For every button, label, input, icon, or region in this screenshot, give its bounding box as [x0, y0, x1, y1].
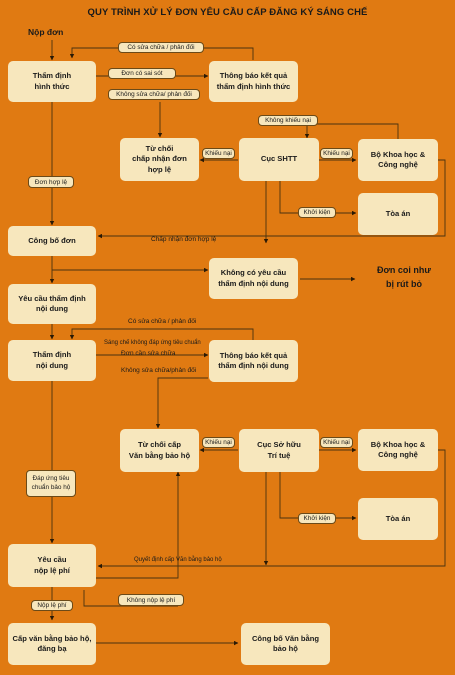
label-khong-sua-chua-2: Không sửa chữa/phản đối — [121, 367, 197, 374]
label-sang-che-khong: Sáng chế không đáp ứng tiêu chuẩn — [104, 340, 201, 346]
pill-don-co-sai-sot: Đơn có sai sót — [108, 68, 176, 79]
label-chap-nhan-don: Chấp nhận đơn hợp lệ — [151, 236, 217, 243]
label-quyet-dinh: Quyết định cấp Văn bằng bảo hộ — [134, 557, 222, 563]
box-yeu-cau-nop-le-phi: Yêu cầu nộp lệ phí — [8, 544, 96, 587]
box-bo-khcn-2: Bộ Khoa học & Công nghệ — [358, 429, 438, 471]
pill-don-hop-le: Đơn hợp lệ — [28, 176, 74, 188]
box-cong-bo-don: Công bố đơn — [8, 226, 96, 256]
pill-khoi-kien-1: Khởi kiện — [298, 207, 336, 218]
outcome-rut-bo: Đơn coi như bị rút bỏ — [377, 265, 431, 289]
pill-khong-sua-chua-1: Không sửa chữa/ phản đối — [108, 89, 200, 100]
pill-khieu-nai-4: Khiếu nại — [320, 437, 353, 448]
box-cuc-shtt: Cục SHTT — [239, 138, 319, 181]
box-thong-bao-noi-dung: Thông báo kết quả thẩm định nội dung — [209, 340, 298, 382]
pill-co-sua-chua-1: Có sửa chữa / phản đối — [118, 42, 204, 53]
pill-khieu-nai-1: Khiếu nại — [202, 148, 235, 159]
box-toa-an-1: Tòa án — [358, 193, 438, 235]
box-tham-dinh-noi-dung: Thẩm định nội dung — [8, 340, 96, 381]
pill-nop-le-phi: Nộp lệ phí — [31, 600, 73, 611]
start-label: Nộp đơn — [28, 27, 64, 37]
box-cap-van-bang: Cấp văn bằng bảo hộ, đăng bạ — [8, 623, 96, 665]
box-cuc-so-huu-tri-tue: Cục Sở hữu Trí tuệ — [239, 429, 319, 472]
box-tham-dinh-hinh-thuc: Thẩm định hình thức — [8, 61, 96, 102]
pill-khoi-kien-2: Khởi kiện — [298, 513, 336, 524]
box-thong-bao-hinh-thuc: Thông báo kết quả thẩm định hình thức — [209, 61, 298, 102]
page-title: QUY TRÌNH XỬ LÝ ĐƠN YÊU CẦU CẤP ĐĂNG KÝ … — [87, 7, 368, 18]
box-bo-khcn-1: Bộ Khoa học & Công nghệ — [358, 139, 438, 181]
box-khong-co-yeu-cau: Không có yêu cầu thẩm định nội dung — [209, 258, 298, 299]
box-yeu-cau-tham-dinh: Yêu cầu thẩm định nội dung — [8, 284, 96, 324]
pill-dap-ung: Đáp ứng tiêu chuẩn bảo hộ — [26, 470, 76, 497]
pill-khong-khieu-nai: Không khiếu nại — [258, 115, 318, 126]
pill-khong-nop-le-phi: Không nộp lệ phí — [118, 594, 184, 606]
box-toa-an-2: Tòa án — [358, 498, 438, 540]
box-cong-bo-van-bang: Công bố Văn bằng bảo hộ — [241, 623, 330, 665]
box-tu-choi-cap-van-bang: Từ chối cấp Văn bằng bảo hộ — [120, 429, 199, 472]
pill-khieu-nai-3: Khiếu nại — [202, 437, 235, 448]
label-co-sua-chua-2: Có sửa chữa / phản đối — [128, 318, 197, 325]
pill-khieu-nai-2: Khiếu nại — [320, 148, 353, 159]
box-tu-choi-chap-nhan: Từ chối chấp nhận đơn hợp lệ — [120, 138, 199, 181]
label-don-can-sua: Đơn cần sửa chữa — [121, 350, 176, 357]
